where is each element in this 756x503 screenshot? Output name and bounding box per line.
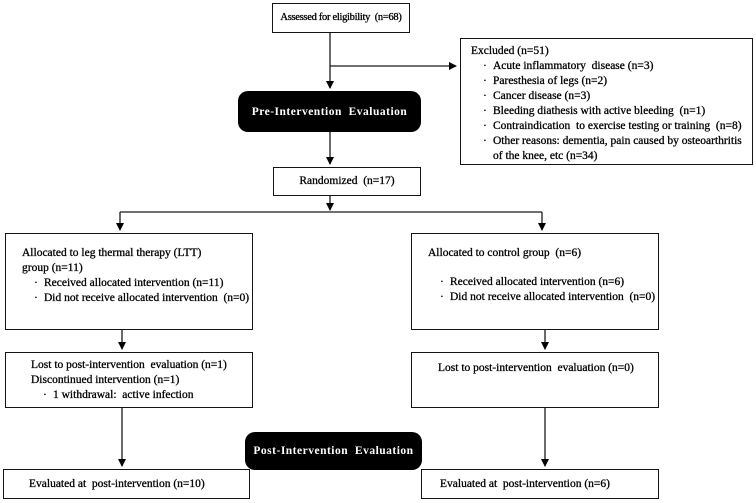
ltt-lost-line: Lost to post-intervention evaluation (n=… xyxy=(31,359,227,371)
bullet-icon: · xyxy=(483,75,487,87)
control-evaluated-text: Evaluated at post-intervention (n=6) xyxy=(440,478,610,490)
control-allocation-item-text: Received allocated intervention (n=6) xyxy=(450,276,625,288)
bullet-icon: · xyxy=(483,120,487,132)
ltt-lost-box: Lost to post-intervention evaluation (n=… xyxy=(5,352,253,408)
excluded-item: · Cancer disease (n=3) xyxy=(471,89,748,104)
excluded-item-text: Acute inflammatory disease (n=3) xyxy=(493,60,654,72)
ltt-evaluated-text: Evaluated at post-intervention (n=10) xyxy=(29,478,205,490)
post-intervention-label: Post-Intervention Evaluation xyxy=(253,445,414,457)
ltt-allocation-item-text: Did not receive allocated intervention (… xyxy=(44,292,250,304)
control-allocation-item-text: Did not receive allocated intervention (… xyxy=(450,291,656,303)
excluded-item-text: Other reasons: dementia, pain caused by … xyxy=(493,135,745,162)
ltt-evaluated-box: Evaluated at post-intervention (n=10) xyxy=(3,469,250,499)
randomized-text: Randomized (n=17) xyxy=(299,175,395,187)
excluded-box: Excluded (n=51) · Acute inflammatory dis… xyxy=(460,38,753,165)
bullet-icon: · xyxy=(34,277,38,289)
ltt-lost-item: · 1 withdrawal: active infection xyxy=(31,388,248,403)
ltt-allocation-item: · Received allocated intervention (n=11) xyxy=(22,276,248,291)
ltt-lost-line: Discontinued intervention (n=1) xyxy=(31,374,180,386)
excluded-item-text: Contraindication to exercise testing or … xyxy=(493,120,742,132)
control-allocation-title: Allocated to control group (n=6) xyxy=(428,247,582,259)
ltt-allocation-item-text: Received allocated intervention (n=11) xyxy=(44,277,224,289)
control-allocation-item: · Did not receive allocated intervention… xyxy=(428,290,656,305)
assessed-text: Assessed for eligibility (n=68) xyxy=(280,12,402,23)
bullet-icon: · xyxy=(440,276,444,288)
ltt-allocation-title: Allocated to leg thermal therapy (LTT) xyxy=(22,247,202,259)
control-evaluated-box: Evaluated at post-intervention (n=6) xyxy=(421,469,659,499)
randomized-box: Randomized (n=17) xyxy=(273,167,421,196)
excluded-item: · Paresthesia of legs (n=2) xyxy=(471,74,748,89)
bullet-icon: · xyxy=(43,389,47,401)
bullet-icon: · xyxy=(34,292,38,304)
pre-intervention-label: Pre-Intervention Evaluation xyxy=(251,105,408,118)
control-lost-line: Lost to post-intervention evaluation (n=… xyxy=(438,362,634,374)
pre-intervention-pill: Pre-Intervention Evaluation xyxy=(238,91,421,132)
bullet-icon: · xyxy=(440,291,444,303)
excluded-item: · Contraindication to exercise testing o… xyxy=(471,119,748,134)
ltt-lost-item-text: 1 withdrawal: active infection xyxy=(53,389,194,401)
excluded-title: Excluded (n=51) xyxy=(471,45,549,57)
bullet-icon: · xyxy=(483,135,487,147)
assessed-box: Assessed for eligibility (n=68) xyxy=(272,3,410,33)
excluded-item: · Bleeding diathesis with active bleedin… xyxy=(471,104,748,119)
excluded-item: · Acute inflammatory disease (n=3) xyxy=(471,59,748,74)
post-intervention-pill: Post-Intervention Evaluation xyxy=(245,432,422,470)
control-lost-box: Lost to post-intervention evaluation (n=… xyxy=(411,352,659,408)
control-allocation-box: Allocated to control group (n=6) · Recei… xyxy=(411,233,659,330)
bullet-icon: · xyxy=(483,60,487,72)
ltt-allocation-item: · Did not receive allocated intervention… xyxy=(22,291,250,306)
bullet-icon: · xyxy=(483,105,487,117)
ltt-allocation-title: group (n=11) xyxy=(22,262,83,274)
excluded-item: · Other reasons: dementia, pain caused b… xyxy=(471,134,748,164)
excluded-item-text: Paresthesia of legs (n=2) xyxy=(493,75,608,87)
excluded-item-text: Bleeding diathesis with active bleeding … xyxy=(493,105,706,117)
ltt-allocation-box: Allocated to leg thermal therapy (LTT) g… xyxy=(5,233,253,330)
control-allocation-item: · Received allocated intervention (n=6) xyxy=(428,275,654,290)
bullet-icon: · xyxy=(483,90,487,102)
excluded-item-text: Cancer disease (n=3) xyxy=(493,90,591,102)
